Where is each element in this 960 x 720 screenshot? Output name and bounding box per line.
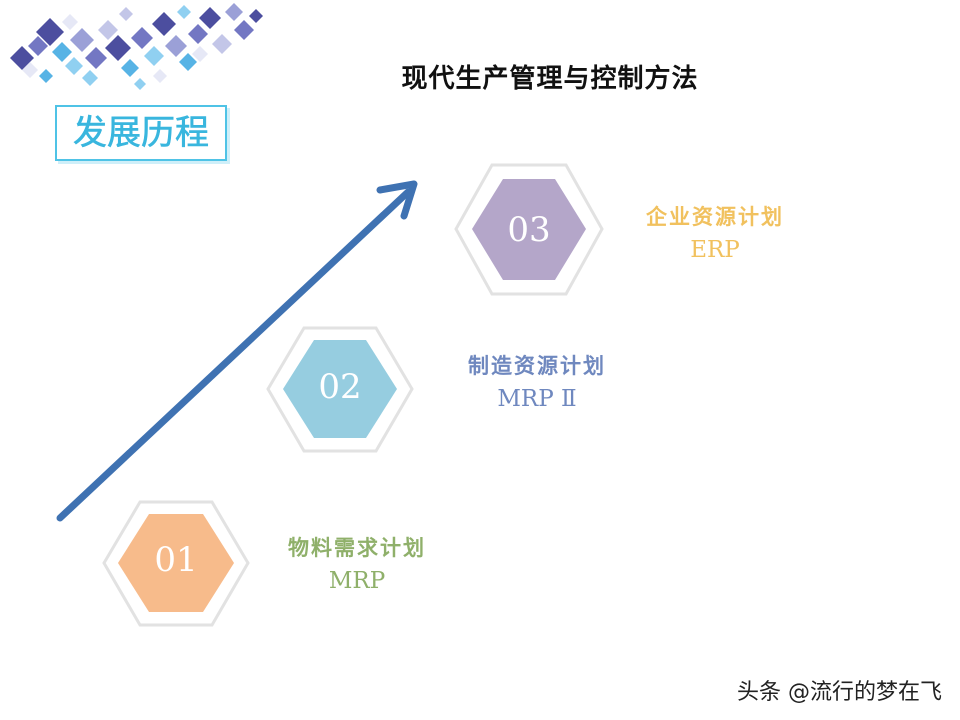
mosaic-diamond [212, 34, 232, 54]
mosaic-diamond [177, 5, 191, 19]
mosaic-diamond [39, 69, 53, 83]
hexagon-step-03 [454, 163, 604, 296]
mosaic-diamond [28, 36, 48, 56]
step-label-01: 物料需求计划 MRP [252, 532, 462, 594]
mosaic-diamond [225, 3, 243, 21]
step-label-02-zh: 制造资源计划 [468, 353, 606, 378]
mosaic-diamond [234, 20, 254, 40]
hexagon-step-01 [102, 500, 250, 627]
step-label-03-en: ERP [690, 237, 740, 263]
slide-title: 现代生产管理与控制方法 [401, 64, 699, 94]
mosaic-diamond [82, 70, 98, 86]
step-label-03-zh: 企业资源计划 [646, 204, 784, 229]
decorative-diamond-mosaic [10, 3, 263, 90]
step-number-02: 02 [318, 367, 362, 407]
step-label-01-en: MRP [328, 568, 386, 594]
mosaic-diamond [165, 35, 187, 57]
step-label-03: 企业资源计划 ERP [610, 201, 820, 263]
mosaic-diamond [179, 53, 197, 71]
section-tag-label: 发展历程 [73, 113, 210, 154]
mosaic-diamond [153, 69, 167, 83]
mosaic-diamond [22, 62, 38, 78]
step-number-03: 03 [507, 210, 551, 250]
hexagon-step-02 [266, 326, 414, 453]
mosaic-diamond [131, 27, 153, 49]
mosaic-diamond [152, 12, 176, 36]
step-number-01: 01 [154, 540, 198, 580]
mosaic-diamond [65, 57, 83, 75]
mosaic-diamond [119, 7, 133, 21]
mosaic-diamond [134, 78, 146, 90]
mosaic-diamond [85, 47, 107, 69]
mosaic-diamond [249, 9, 263, 23]
mosaic-diamond [188, 24, 208, 44]
mosaic-diamond [62, 14, 78, 30]
step-label-01-zh: 物料需求计划 [288, 535, 426, 560]
mosaic-diamond [98, 20, 118, 40]
step-label-02-en: MRP Ⅱ [497, 386, 577, 412]
section-tag: 发展历程 [55, 105, 227, 161]
mosaic-diamond [121, 59, 139, 77]
mosaic-diamond [52, 42, 72, 62]
watermark: 头条 @流行的梦在飞 [737, 680, 942, 705]
mosaic-diamond [192, 46, 208, 62]
mosaic-diamond [105, 35, 131, 61]
mosaic-diamond [199, 7, 221, 29]
mosaic-diamond [36, 18, 64, 46]
mosaic-diamond [70, 28, 94, 52]
step-label-02: 制造资源计划 MRP Ⅱ [432, 350, 642, 412]
mosaic-diamond [144, 46, 164, 66]
